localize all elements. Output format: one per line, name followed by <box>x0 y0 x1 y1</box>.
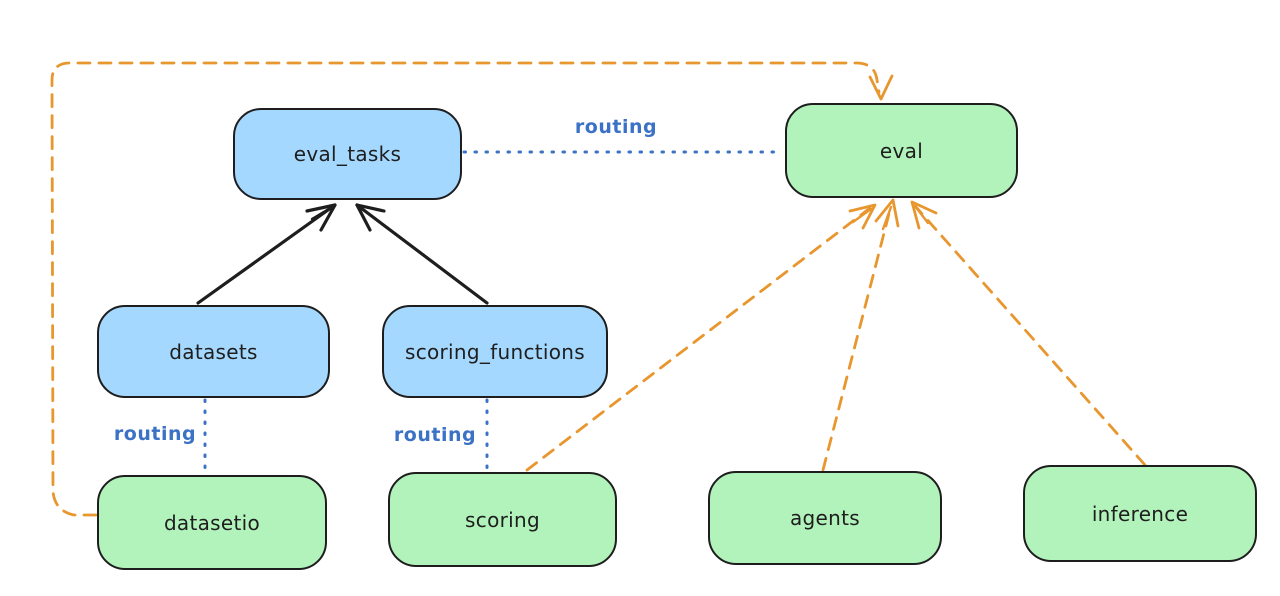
edge-scoring-to-eval[interactable] <box>525 203 877 472</box>
node-datasets[interactable]: datasets <box>97 305 330 398</box>
node-inference-label: inference <box>1091 501 1189 526</box>
edge-label-routing-scoring-functions-scoring[interactable]: routing <box>393 424 477 446</box>
node-scoring-functions-label: scoring_functions <box>404 339 586 364</box>
edge-scoring-functions-to-eval-tasks[interactable] <box>355 203 489 305</box>
node-datasetio-label: datasetio <box>163 510 261 535</box>
edge-inference-to-eval[interactable] <box>910 200 1147 467</box>
node-agents[interactable]: agents <box>708 471 942 565</box>
edge-datasetio-to-eval[interactable] <box>50 61 894 517</box>
node-scoring[interactable]: scoring <box>388 472 617 567</box>
edge-label-routing-eval-tasks-eval[interactable]: routing <box>574 116 658 138</box>
node-inference[interactable]: inference <box>1023 465 1257 562</box>
node-eval-label: eval <box>879 138 924 163</box>
edge-label-routing-datasets-datasetio[interactable]: routing <box>113 423 197 445</box>
node-eval[interactable]: eval <box>785 103 1018 198</box>
edge-datasets-to-eval-tasks[interactable] <box>196 203 337 305</box>
node-eval-tasks-label: eval_tasks <box>293 142 402 166</box>
node-eval-tasks[interactable]: eval_tasks <box>233 108 462 200</box>
node-datasetio[interactable]: datasetio <box>97 475 327 570</box>
node-agents-label: agents <box>790 506 860 530</box>
node-scoring-label: scoring <box>465 507 540 532</box>
edge-agents-to-eval[interactable] <box>821 198 900 472</box>
node-datasets-label: datasets <box>169 339 258 364</box>
node-scoring-functions[interactable]: scoring_functions <box>382 305 608 398</box>
